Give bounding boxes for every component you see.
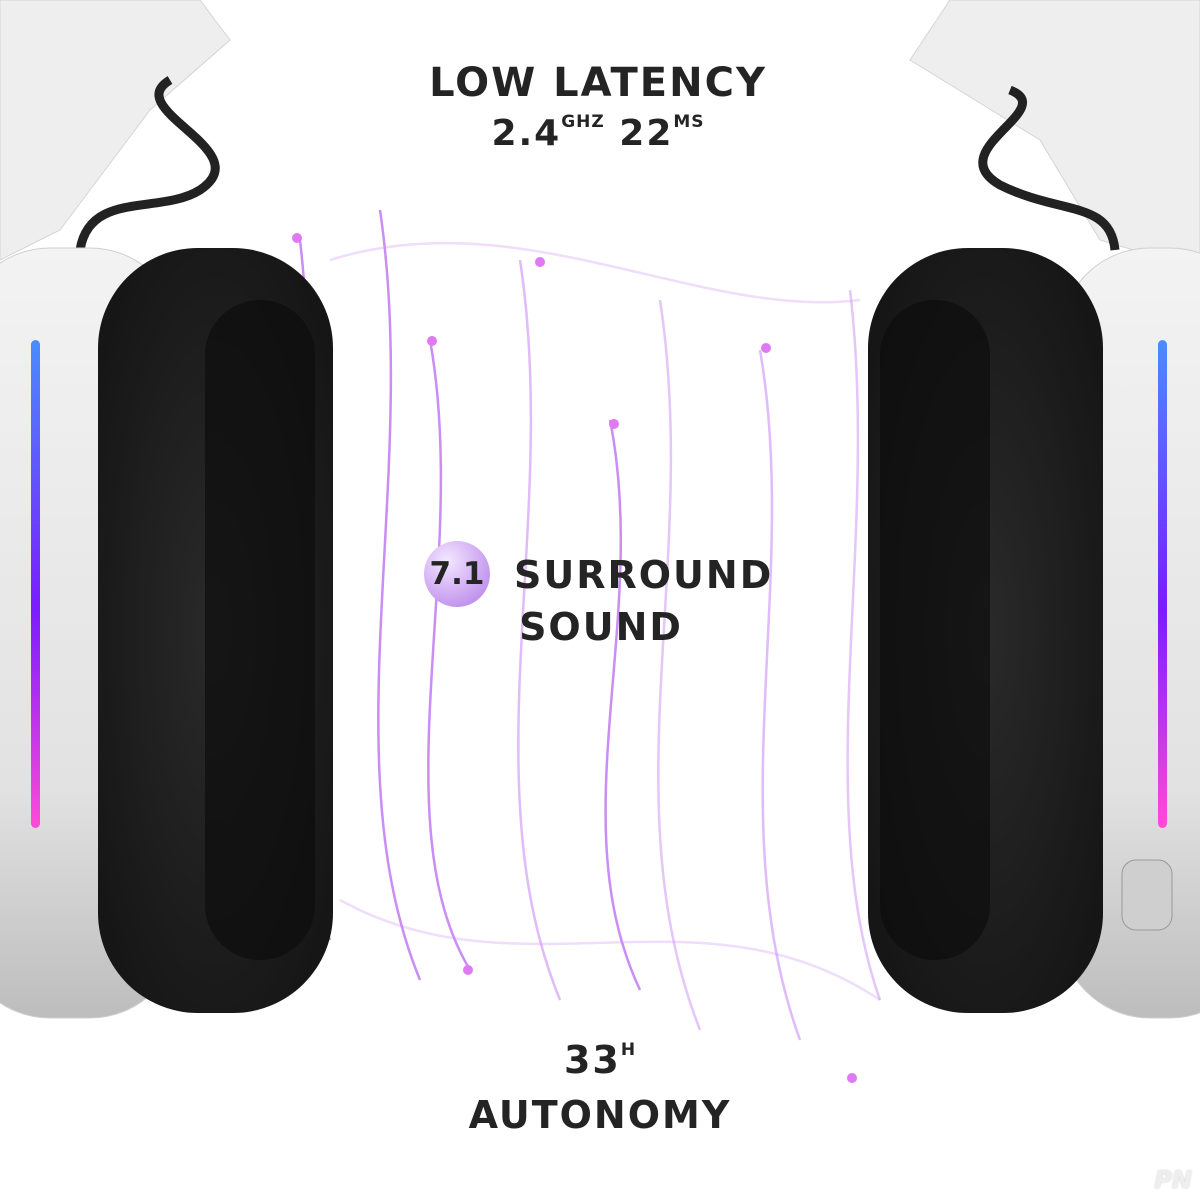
- autonomy-label: AUTONOMY: [468, 1093, 732, 1137]
- headband-right: [909, 0, 1200, 271]
- latency-specs: 2.4GHZ 22MS: [0, 112, 1196, 154]
- sound-label: SOUND: [519, 605, 683, 649]
- headband-left: [0, 0, 231, 261]
- right-earcup: [868, 247, 1200, 1019]
- watermark-logo: PN: [1154, 1166, 1192, 1194]
- frequency-unit: GHZ: [561, 112, 605, 132]
- latency-unit: MS: [673, 112, 705, 132]
- latency-value: 22: [619, 113, 674, 154]
- hours-value: 33: [563, 1038, 621, 1082]
- led-strip-right: [1158, 340, 1167, 828]
- hours-unit: H: [620, 1040, 637, 1060]
- usb-port: [1121, 859, 1173, 931]
- surround-label: SURROUND: [514, 553, 774, 597]
- battery-hours: 33H: [0, 1038, 1200, 1082]
- frequency-value: 2.4: [491, 113, 562, 154]
- left-earcup: [0, 247, 333, 1019]
- low-latency-title: LOW LATENCY: [429, 60, 767, 106]
- led-strip-left: [31, 340, 40, 828]
- surround-badge: 7.1: [424, 541, 490, 607]
